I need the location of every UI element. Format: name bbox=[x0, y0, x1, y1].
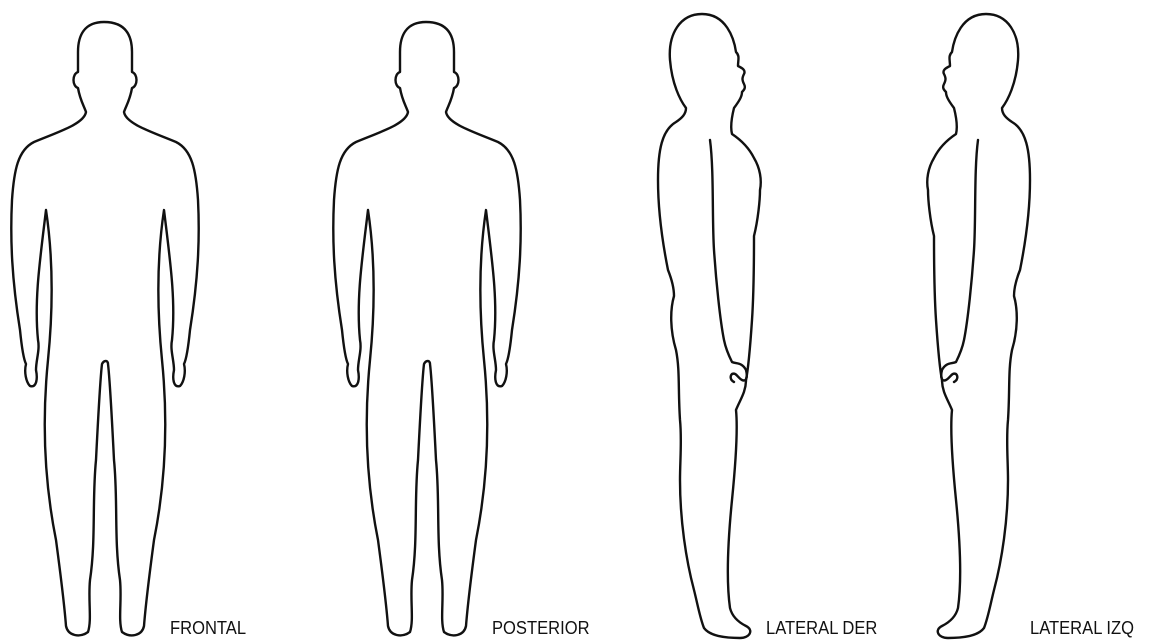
frontal-label: FRONTAL bbox=[170, 618, 246, 639]
lateral-der-body-outline bbox=[650, 0, 800, 640]
lateral-der-label: LATERAL DER bbox=[766, 618, 877, 639]
frontal-body-outline bbox=[0, 0, 210, 640]
posterior-figure: POSTERIOR bbox=[322, 0, 622, 640]
lateral-der-figure: LATERAL DER bbox=[650, 0, 950, 640]
posterior-body-outline bbox=[322, 0, 532, 640]
posterior-label: POSTERIOR bbox=[492, 618, 590, 639]
lateral-izq-body-outline bbox=[920, 0, 1070, 640]
lateral-izq-figure: LATERAL IZQ bbox=[920, 0, 1154, 640]
lateral-izq-label: LATERAL IZQ bbox=[1030, 618, 1134, 639]
frontal-figure: FRONTAL bbox=[0, 0, 300, 640]
